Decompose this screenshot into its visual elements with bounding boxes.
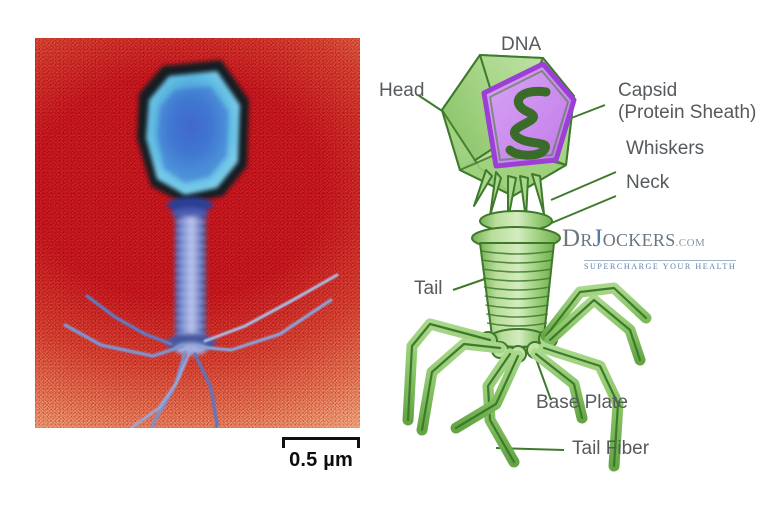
label-dna: DNA (501, 34, 542, 55)
label-capsid-line1: Capsid (618, 80, 678, 101)
logo-letter-r: R (580, 230, 593, 250)
brand-logo[interactable]: DRJOCKERS.COM SUPERCHARGE YOUR HEALTH (562, 226, 762, 274)
scale-bar: 0.5 µm (272, 437, 370, 472)
brand-logo-tagline: SUPERCHARGE YOUR HEALTH (584, 260, 737, 271)
label-capsid: Capsid (Protein Sheath) (618, 80, 768, 124)
label-neck: Neck (626, 172, 670, 193)
label-head: Head (379, 80, 425, 101)
leader-line-whiskers (550, 171, 617, 201)
brand-logo-wordmark: DRJOCKERS.COM (562, 226, 762, 256)
label-tail: Tail (414, 278, 443, 299)
phage-diagram-illustration (402, 54, 652, 472)
micrograph-tail-fibers (63, 273, 339, 428)
micrograph-base-plate (166, 334, 216, 355)
phage-tail-sheath (479, 242, 555, 337)
label-tail-fiber: Tail Fiber (572, 438, 650, 459)
logo-name-rest: OCKERS (602, 230, 676, 250)
phage-diagram-panel: DNA Head Capsid (Protein Sheath) Whisker… (368, 0, 768, 512)
phage-tail-fibers (402, 282, 652, 472)
logo-domain-suffix: .COM (675, 237, 706, 249)
scale-bar-rule (272, 437, 370, 449)
logo-letter-j: J (592, 225, 603, 252)
micrograph-tail (175, 216, 206, 342)
scale-bar-label: 0.5 µm (289, 449, 353, 471)
micrograph-capsid (146, 71, 240, 195)
label-capsid-line2: (Protein Sheath) (618, 102, 757, 123)
phage-whiskers (473, 169, 545, 221)
logo-letter-d: D (562, 225, 581, 252)
label-whiskers: Whiskers (626, 138, 705, 159)
phage-dna-strand (505, 86, 551, 160)
label-base-plate: Base Plate (536, 392, 628, 413)
micrograph-phage-specimen (63, 60, 339, 428)
scale-bar-right-tick (357, 437, 360, 448)
electron-micrograph-panel (35, 38, 360, 428)
